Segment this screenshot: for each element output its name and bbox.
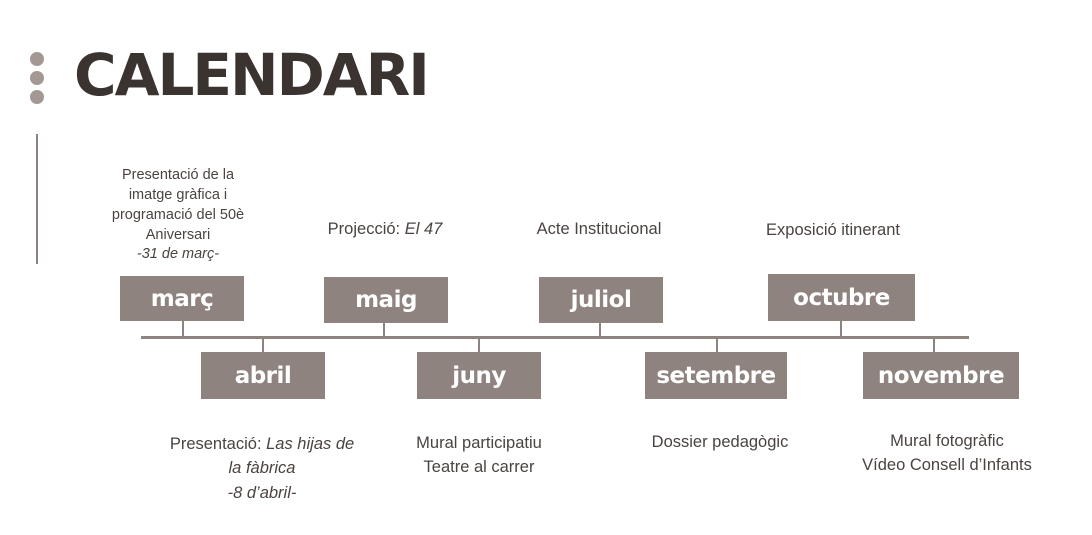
dot: [30, 71, 44, 85]
event-abril-title: la fàbrica: [228, 459, 296, 478]
event-setembre: Dossier pedagògic: [651, 433, 789, 451]
event-marc-line: Aniversari: [145, 226, 211, 243]
tick-octubre: [840, 320, 842, 337]
tick-juliol: [599, 322, 601, 337]
event-juny: Mural participatiu Teatre al carrer: [396, 432, 562, 480]
event-abril-prefix: Presentació:: [169, 435, 267, 453]
event-novembre-line: Vídeo Consell d’Infants: [862, 455, 1032, 474]
month-juliol: juliol: [539, 277, 663, 323]
month-setembre: setembre: [645, 352, 787, 399]
event-maig: Projecció: El 47: [305, 218, 465, 242]
event-abril-title: Las hijas de: [266, 435, 355, 453]
page-title: CALENDARI: [74, 41, 430, 109]
event-marc-line: Presentació de la: [121, 167, 235, 183]
vertical-divider: [36, 134, 38, 264]
tick-abril: [262, 338, 264, 352]
event-abril: Presentació: Las hijas de la fàbrica -8 …: [152, 432, 372, 505]
event-maig-prefix: Projecció:: [327, 220, 405, 238]
event-juliol: Acte Institucional: [536, 220, 662, 238]
event-marc-line: imatge gràfica i: [128, 186, 228, 203]
event-marc-date: -31 de març-: [136, 246, 220, 263]
dot: [30, 90, 44, 104]
event-juny-line: Mural participatiu: [416, 434, 542, 452]
tick-marc: [182, 320, 184, 337]
event-novembre: Mural fotogràfic Vídeo Consell d’Infants: [840, 430, 1054, 478]
tick-juny: [478, 338, 480, 352]
tick-novembre: [933, 338, 935, 352]
month-marc: març: [120, 276, 244, 321]
event-maig-film: El 47: [404, 220, 443, 238]
month-juny: juny: [417, 352, 541, 399]
month-abril: abril: [201, 352, 325, 399]
dot: [30, 52, 44, 66]
event-juny-line: Teatre al carrer: [423, 457, 535, 476]
timeline-axis: [141, 336, 969, 339]
event-marc-line: programació del 50è: [111, 206, 245, 223]
tick-maig: [383, 322, 385, 337]
event-marc: Presentació de la imatge gràfica i progr…: [95, 166, 261, 265]
tick-setembre: [716, 338, 718, 352]
menu-dots-icon: [30, 52, 44, 109]
event-novembre-line: Mural fotogràfic: [890, 432, 1004, 450]
month-maig: maig: [324, 277, 448, 323]
event-abril-date: -8 d’abril-: [227, 483, 297, 502]
event-octubre: Exposició itinerant: [766, 221, 900, 239]
month-novembre: novembre: [863, 352, 1019, 399]
month-octubre: octubre: [768, 274, 915, 321]
